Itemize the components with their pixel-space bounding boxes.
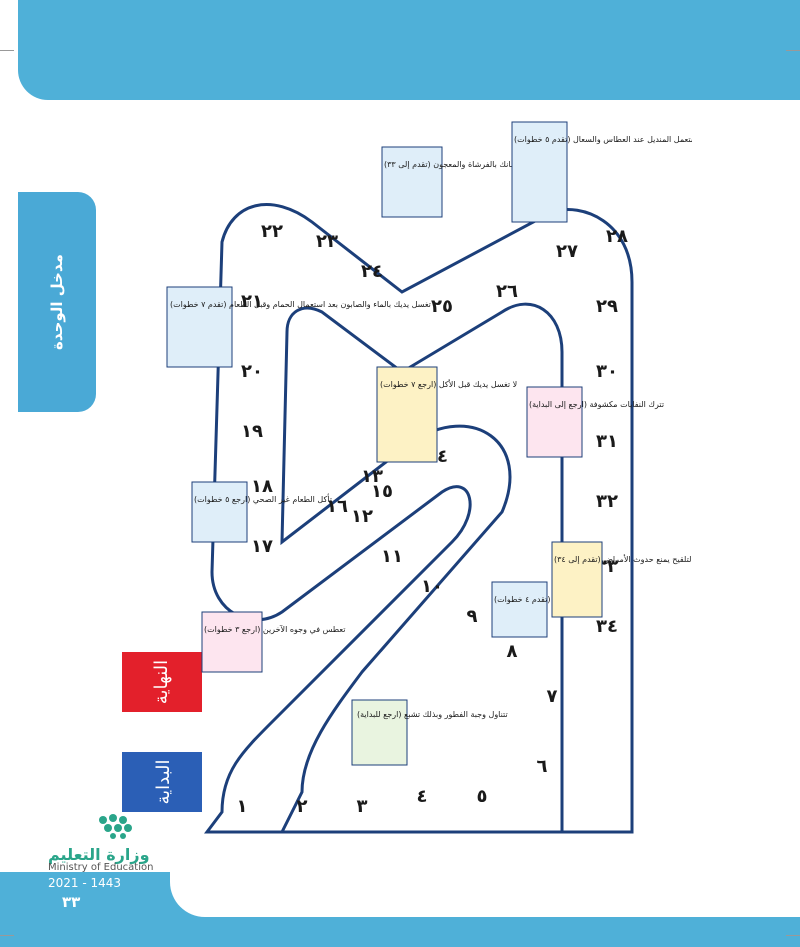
callout-text: تتناول وجبة الفطور وبذلك تشبع (ارجع للبد… [357, 710, 508, 719]
ministry-logo-icon [99, 814, 132, 839]
square-20: ٢٠ [241, 361, 263, 382]
square-27: ٢٧ [556, 241, 578, 262]
callout-box [191, 481, 248, 543]
square-30: ٣٠ [596, 361, 618, 382]
start-label: البداية [153, 759, 174, 804]
square-5: ٥ [477, 786, 488, 807]
square-18: ١٨ [251, 476, 273, 497]
square-32: ٣٢ [596, 491, 618, 512]
square-7: ٧ [547, 686, 558, 707]
square-8: ٨ [507, 641, 518, 662]
square-23: ٢٣ [316, 231, 338, 252]
square-28: ٢٨ [606, 226, 628, 247]
callout-text: تغسل يديك بالماء والصابون بعد استعمال ال… [170, 300, 431, 309]
page-number: ٣٣ [62, 893, 81, 911]
callout-box [381, 146, 443, 218]
square-2: ٢ [297, 796, 308, 817]
callout-text: لا تغسل يديك قبل الأكل (ارجع ٧ خطوات) [380, 379, 517, 389]
ministry-year: 2021 - 1443 [48, 876, 122, 890]
callout-text: تأكل الطعام غير الصحي (ارجع ٥ خطوات) [194, 493, 332, 504]
unit-label: مدخل الوحدة [48, 254, 66, 350]
square-19: ١٩ [241, 421, 263, 442]
callout-box [376, 366, 438, 463]
callout-box [551, 541, 603, 618]
square-29: ٢٩ [596, 296, 618, 317]
square-11: ١١ [381, 546, 403, 567]
square-17: ١٧ [251, 536, 273, 557]
square-24: ٢٤ [361, 261, 383, 282]
square-3: ٣ [357, 796, 368, 817]
crop-mark [786, 935, 800, 936]
end-label: النهاية [151, 660, 172, 704]
square-10: ١٠ [421, 576, 443, 597]
square-16: ١٦ [326, 496, 348, 517]
square-26: ٢٦ [496, 281, 518, 302]
square-9: ٩ [467, 606, 478, 627]
crop-mark [0, 935, 14, 936]
track-outline [204, 203, 634, 834]
square-25: ٢٥ [431, 296, 453, 317]
callout-text: تغطي الطعام (تقدم ٤ خطوات) [494, 595, 597, 604]
square-4: ٤ [417, 786, 428, 807]
square-12: ١٢ [351, 506, 373, 527]
callout-box [526, 386, 583, 458]
ministry-name-ar: وزارة التعليم [48, 845, 150, 864]
callout-text: تعطس في وجوه الآخرين (ارجع ٣ خطوات) [204, 624, 345, 634]
square-22: ٢٢ [261, 221, 283, 242]
square-34: ٣٤ [596, 616, 618, 637]
board-game: البداية النهاية ١ ٢ ٣ ٤ ٥ ٦ ٧ ٨ ٩ ١٠ ١١ … [112, 112, 692, 842]
callout-text: تترك النفايات مكشوفة (ارجع إلى البداية) [529, 400, 664, 410]
crop-mark [0, 50, 14, 51]
end-banner [122, 652, 202, 712]
callout-box [511, 121, 568, 223]
callout-text: تعرف أن التلقيح يمنع حدوث الأمراض (تقدم … [554, 554, 692, 565]
callout-box [491, 581, 548, 638]
callout-box [201, 611, 263, 673]
square-13: ١٣ [361, 466, 383, 487]
start-banner [122, 752, 202, 812]
callout-text: تنظف أسنانك بالفرشاة والمعجون (تقدم إلى … [384, 159, 544, 170]
ministry-name-en: Ministry of Education [48, 862, 154, 873]
callout-box [166, 286, 233, 368]
callout-box [351, 699, 408, 766]
callout-text: تستعمل المنديل عند العطاس والسعال (تقدم … [514, 135, 692, 144]
square-6: ٦ [537, 756, 548, 777]
square-15: ١٥ [371, 481, 393, 502]
square-31: ٣١ [596, 431, 618, 452]
square-1: ١ [237, 796, 248, 817]
top-header-band [18, 0, 800, 100]
square-21: ٢١ [241, 291, 263, 312]
crop-mark [786, 50, 800, 51]
footer-white-panel [170, 872, 800, 917]
unit-side-tab [18, 192, 96, 412]
